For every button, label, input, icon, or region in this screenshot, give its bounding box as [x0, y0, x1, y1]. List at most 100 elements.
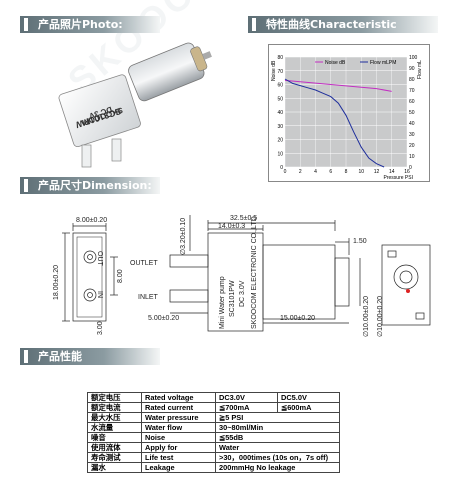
spec-cell-cn: 漏水 [87, 462, 142, 473]
banner-marker [24, 18, 28, 31]
y-left-tick-label: 60 [277, 83, 283, 89]
y-right-tick-label: 60 [409, 99, 415, 105]
spec-cell-en: Leakage [141, 462, 216, 473]
chart-svg: 0102030405060708001020304050607080901000… [271, 55, 423, 181]
y-right-tick-label: 50 [409, 110, 415, 116]
x-tick-label: 0 [284, 169, 287, 175]
series-line-1 [284, 78, 385, 168]
x-tick-label: 16 [404, 169, 410, 175]
spec-cell-v1: 30~80ml/Min [215, 422, 340, 433]
product-photo: SC3101PW DC 3V SKOOCOM [40, 35, 230, 170]
y-right-tick-label: 70 [409, 88, 415, 94]
y-right-tick-label: 90 [409, 66, 415, 72]
spec-cell-en: Rated voltage [141, 392, 216, 403]
x-tick-label: 6 [329, 169, 332, 175]
spec-cell-cn: 最大水压 [87, 412, 142, 423]
section-dimension-title: 产品尺寸Dimension: [38, 179, 152, 192]
y-right-tick-label: 40 [409, 121, 415, 127]
dimension-drawing: 8.00±0.20 18.00±0.20 8.00 3.00 ∅3.20±0.1… [10, 195, 440, 345]
spec-cell-v1: ≦700mA [215, 402, 278, 413]
y-right-tick-label: 30 [409, 132, 415, 138]
legend-label: Flow mLPM [370, 60, 396, 66]
pump-label-2: SC3101PW [229, 280, 236, 317]
dim-inner-height: 8.00 [117, 269, 124, 283]
spec-cell-cn: 额定电流 [87, 402, 142, 413]
spec-cell-v1: 200mmHg No leakage [215, 462, 340, 473]
banner-marker [252, 18, 256, 31]
pump-label-1: Mini Water pump [219, 276, 226, 329]
y-right-axis-label: Flow mL [417, 60, 423, 79]
port-in-label: IN [96, 291, 103, 298]
spec-cell-v2: ≦600mA [277, 402, 340, 413]
dim-length-body: 14.0±0.3 [218, 223, 245, 230]
dim-shaft-offset: 1.50 [353, 238, 367, 245]
x-tick-label: 4 [314, 169, 317, 175]
dim-port-diameter: ∅3.20±0.10 [180, 218, 187, 255]
y-left-tick-label: 30 [277, 124, 283, 130]
y-right-tick-label: 20 [409, 143, 415, 149]
y-left-tick-label: 40 [277, 110, 283, 116]
y-left-tick-label: 70 [277, 69, 283, 75]
x-tick-label: 14 [389, 169, 395, 175]
x-tick-label: 2 [299, 169, 302, 175]
section-photo: 产品照片Photo: [20, 16, 160, 33]
spec-cell-en: Water pressure [141, 412, 216, 423]
y-right-tick-label: 80 [409, 77, 415, 83]
spec-cell-en: Water flow [141, 422, 216, 433]
spec-cell-cn: 水流量 [87, 422, 142, 433]
port-out-label: OUT [96, 251, 103, 267]
spec-cell-en: Apply for [141, 442, 216, 453]
dim-width-top: 8.00±0.20 [76, 217, 107, 224]
section-photo-title: 产品照片Photo: [38, 18, 123, 31]
banner-marker [24, 350, 28, 363]
spec-cell-cn: 额定电压 [87, 392, 142, 403]
y-left-tick-label: 50 [277, 96, 283, 102]
inlet-label: INLET [138, 294, 159, 301]
section-dimension: 产品尺寸Dimension: [20, 177, 160, 194]
spec-cell-v1: ≧5 PSI [215, 412, 340, 423]
legend-label: Noise dB [325, 60, 346, 66]
section-characteristic-title: 产品性能Characteristic: [38, 350, 130, 380]
section-curve: 特性曲线Characteristic curve: [248, 16, 438, 48]
spec-cell-en: Life test [141, 452, 216, 463]
spec-cell-cn: 噪音 [87, 432, 142, 443]
y-left-tick-label: 0 [280, 165, 283, 171]
spec-cell-v1: ≦55dB [215, 432, 340, 443]
y-left-tick-label: 20 [277, 138, 283, 144]
dim-diameter-1: ∅10.00±0.20 [363, 296, 370, 337]
spec-cell-v1: Water [215, 442, 340, 453]
dim-height-left: 18.00±0.20 [53, 265, 60, 300]
section-characteristic: 产品性能Characteristic: [20, 348, 160, 380]
spec-cell-cn: 寿命测试 [87, 452, 142, 463]
y-left-axis-label: Noise dB [271, 60, 277, 81]
y-right-tick-label: 100 [409, 55, 418, 61]
x-axis-label: Pressure PSI [384, 175, 413, 181]
dim-length-total: 32.5±0.5 [230, 215, 257, 222]
outlet-label: OUTLET [130, 260, 158, 267]
spec-cell-v1: >30，000times (10s on，7s off) [215, 452, 340, 463]
spec-cell-en: Noise [141, 432, 216, 443]
spec-cell-cn: 使用流体 [87, 442, 142, 453]
dim-port-length: 5.00±0.20 [148, 315, 179, 322]
spec-cell-v2: DC5.0V [277, 392, 340, 403]
spec-cell-en: Rated current [141, 402, 216, 413]
x-tick-label: 10 [358, 169, 364, 175]
x-tick-label: 12 [374, 169, 380, 175]
dim-diameter-2: ∅10.00±0.20 [377, 296, 384, 337]
y-right-tick-label: 0 [409, 165, 412, 171]
series-line-0 [284, 79, 392, 92]
x-tick-label: 8 [345, 169, 348, 175]
spec-cell-v1: DC3.0V [215, 392, 278, 403]
y-right-tick-label: 10 [409, 154, 415, 160]
dim-shaft-length: 15.00±0.20 [280, 315, 315, 322]
